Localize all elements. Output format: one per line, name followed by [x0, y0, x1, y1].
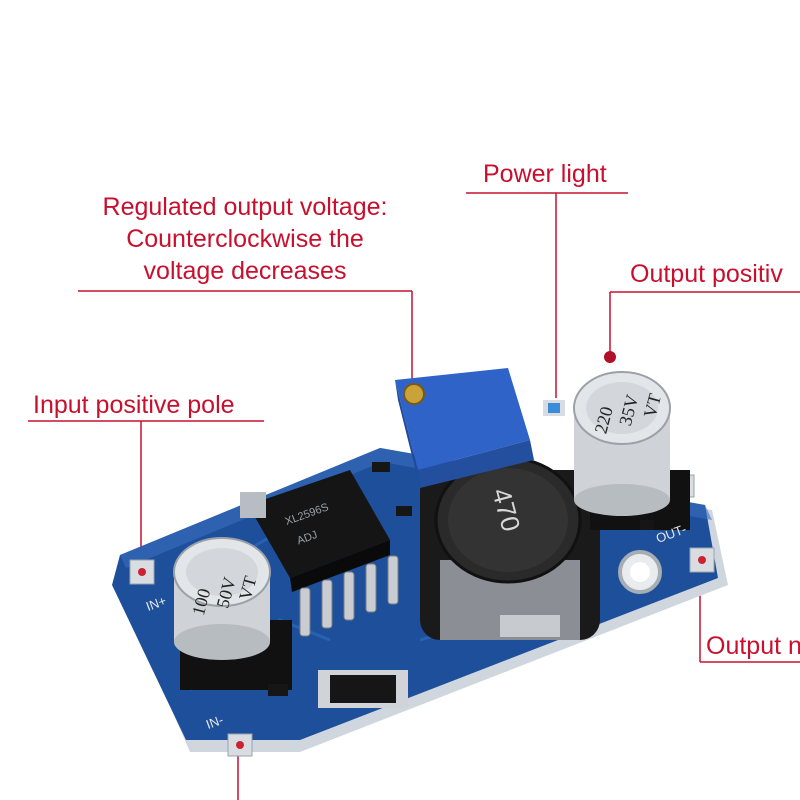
output-capacitor: [573, 371, 690, 530]
annotation-output-negative: Output n: [706, 632, 800, 660]
annotation-regulated-output-line-2: Counterclockwise the: [126, 225, 364, 253]
pad-in-plus-hole: [138, 568, 146, 576]
silk-in-plus: IN+: [144, 593, 168, 614]
leader-dot-outpos: [604, 351, 616, 363]
silk-in-minus: IN-: [204, 712, 225, 732]
regulator-ic: [240, 470, 399, 637]
power-led: [543, 400, 565, 416]
inductor: [420, 456, 600, 640]
trimmer-potentiometer: [395, 368, 534, 488]
trimmer-screw: [403, 383, 425, 405]
pad-out-minus-hole: [698, 556, 706, 564]
annotation-regulated-output-line-1: Regulated output voltage:: [102, 193, 388, 221]
annotation-regulated-output: Regulated output voltage: Counterclockwi…: [86, 191, 404, 287]
pad-in-minus-hole: [236, 741, 244, 749]
smd-components: [268, 462, 654, 696]
input-capacitor: [173, 537, 292, 690]
diode: [318, 670, 408, 708]
pcb-edge-highlight: [120, 448, 712, 568]
annotation-regulated-output-line-3: voltage decreases: [143, 257, 347, 285]
annotation-input-positive: Input positive pole: [33, 391, 235, 419]
annotation-power-light: Power light: [483, 160, 607, 188]
annotation-output-positive: Output positiv: [630, 260, 783, 288]
mounting-hole-center: [630, 562, 650, 582]
